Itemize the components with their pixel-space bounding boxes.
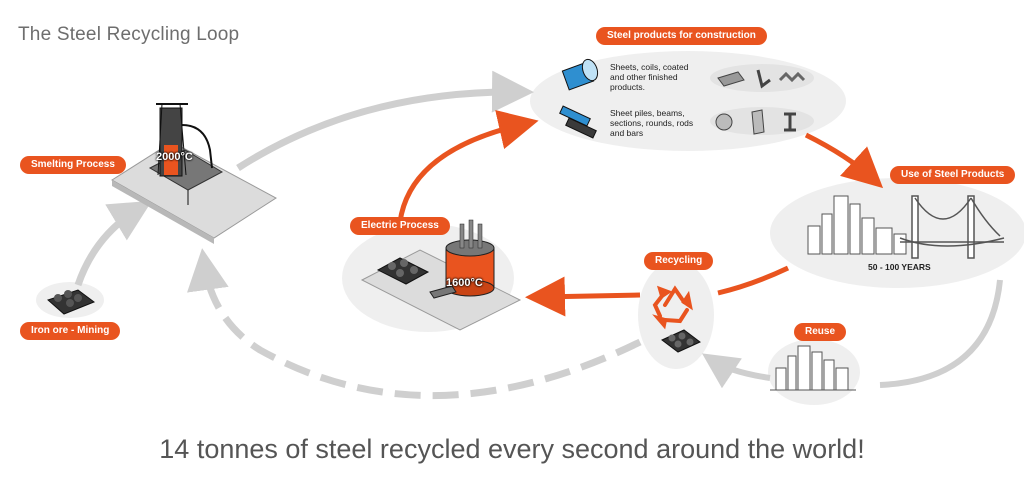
use-to-recycling-arrow — [717, 265, 790, 296]
page-title: The Steel Recycling Loop — [18, 24, 240, 45]
smelting-platform-side — [112, 180, 214, 244]
products-to-use-arrow — [804, 132, 884, 189]
recycling-to-electric-arrow — [525, 276, 641, 317]
recycling-ellipse — [638, 261, 714, 369]
smelting-to-products-arrow — [236, 70, 534, 171]
piles-line-1: Sheet piles, beams, — [610, 108, 685, 118]
scrap-pile-icon — [376, 257, 430, 285]
recycle-icon — [652, 285, 693, 330]
sheets-description: Sheets, coils, coated and other finished… — [610, 62, 688, 92]
blast-furnace-icon — [148, 103, 224, 205]
beam-products-icons — [715, 109, 796, 135]
electric-temperature: 1600°C — [446, 277, 483, 289]
sheets-line-1: Sheets, coils, coated — [610, 62, 689, 72]
label-reuse: Reuse — [794, 323, 847, 341]
label-iron-ore: Iron ore - Mining — [20, 322, 121, 340]
label-use-products: Use of Steel Products — [890, 166, 1016, 184]
years-label: 50 - 100 YEARS — [868, 262, 931, 272]
electric-furnace-icon — [429, 219, 495, 299]
steel-beams-icon — [559, 105, 597, 139]
label-smelting: Smelting Process — [20, 156, 126, 174]
recycling-to-smelting-dashed-arrow — [187, 248, 642, 400]
steel-coil-icon — [561, 58, 599, 91]
recycled-scrap-icon — [661, 329, 701, 353]
label-steel-products: Steel products for construction — [596, 27, 767, 45]
sheet-products-icons — [717, 69, 806, 89]
bridge-icon — [899, 195, 1005, 259]
ore-to-smelting-arrow — [74, 200, 153, 287]
recycling-fact: 14 tonnes of steel recycled every second… — [159, 434, 865, 464]
smelting-temperature: 2000°C — [156, 151, 193, 163]
use-to-reuse-arrow — [879, 279, 1003, 388]
label-recycling: Recycling — [644, 252, 714, 270]
iron-ore-icon — [47, 289, 96, 315]
label-electric: Electric Process — [350, 217, 450, 235]
sheets-products-thumb — [710, 64, 814, 92]
city-skyline-icon — [807, 195, 907, 255]
reuse-city-icon — [770, 345, 856, 391]
reuse-to-recycling-arrow — [702, 353, 771, 389]
piles-line-3: and bars — [610, 128, 644, 138]
sheets-line-2: and other finished — [610, 72, 678, 82]
piles-line-2: sections, rounds, rods — [610, 118, 694, 128]
piles-description: Sheet piles, beams, sections, rounds, ro… — [610, 108, 693, 138]
sheets-line-3: products. — [610, 82, 645, 92]
electric-to-products-arrow — [397, 110, 539, 223]
